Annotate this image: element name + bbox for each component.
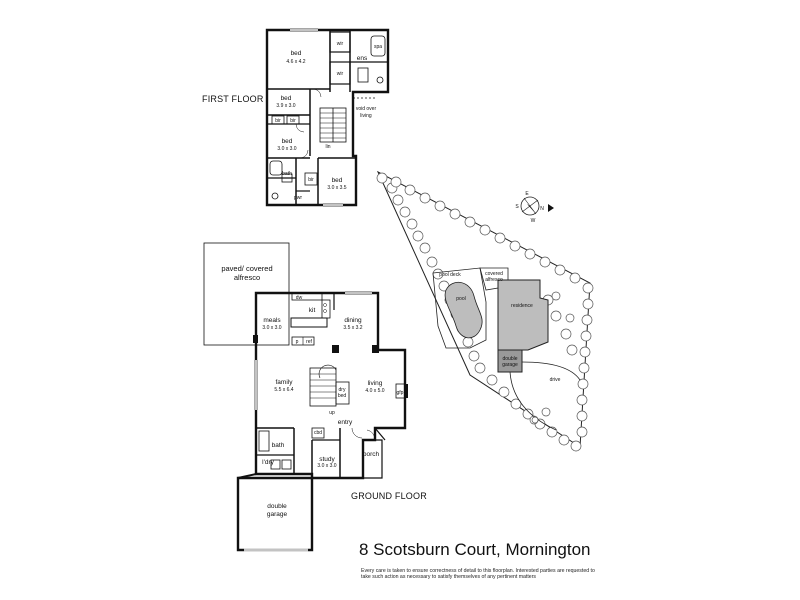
site-residence: residence [511,303,533,309]
room-bed-1: bed [291,50,302,57]
room-garage-1: double [267,503,287,510]
room-bed-2-dim: 3.9 x 3.0 [276,103,295,109]
room-bed-1-dim: 4.6 x 4.2 [286,59,305,65]
room-porch: porch [363,451,380,458]
room-living: living [368,380,383,387]
room-study-dim: 3.0 x 3.0 [317,463,336,469]
compass-s: S [515,204,519,210]
site-covered-alfresco-2: alfresco [485,277,503,283]
room-garage-2: garage [267,511,288,518]
compass-n: N [540,206,544,212]
room-ens: ens [357,55,368,62]
room-bir-2: bir [290,118,296,124]
site-pool-deck: pool deck [439,272,461,278]
room-study: study [319,456,335,463]
room-bed-4-dim: 3.0 x 3.5 [327,185,346,191]
compass-e: E [525,191,529,197]
room-meals: meals [263,317,281,324]
first-floor-title: FIRST FLOOR [202,94,264,104]
room-void-1: void over [356,106,377,112]
room-alfresco-2: alfresco [234,273,260,282]
site-trees [376,172,594,452]
site-garage-2: garage [502,362,518,368]
ground-floor-title: GROUND FLOOR [351,491,427,501]
site-garage-1: double [502,356,517,362]
room-living-dim: 4.0 x 5.0 [365,388,384,394]
room-cbd: cbd [314,430,322,436]
room-bath-ff: bath [282,171,292,177]
property-address: 8 Scotsburn Court, Mornington [359,540,591,559]
first-floor-plan [265,28,390,207]
room-family-dim: 5.5 x 6.4 [274,387,293,393]
ground-floor-plan [203,242,408,552]
room-pantry: p [296,339,299,345]
room-up: up [329,410,335,416]
room-kit: kit [309,307,316,314]
room-bed-4: bed [332,177,343,184]
room-wir-1: wir [337,41,344,47]
compass-icon: E S N W [515,191,554,224]
room-pwr: pwr [294,195,302,201]
site-plan-labels: pool deck covered alfresco pool residenc… [439,271,560,383]
room-lin: lin [325,144,330,150]
room-gfp: gfp [397,390,404,396]
room-family: family [276,379,294,386]
room-bir-3: bir [308,177,314,183]
room-alfresco-1: paved/ covered [221,264,272,273]
site-drive: drive [550,377,561,383]
room-void-2: living [360,113,372,119]
room-dining: dining [344,317,362,324]
room-dry-bed-1: dry [339,387,346,393]
room-spa: spa [374,44,382,50]
compass-w: W [531,218,536,224]
site-pool: pool [456,296,465,302]
room-entry: entry [338,419,353,426]
room-meals-dim: 3.0 x 3.0 [262,325,281,331]
room-ldry: l'dry [262,459,274,466]
room-dry-bed-2: bed [338,393,347,399]
disclaimer-text: Every care is taken to ensure correctnes… [361,568,595,581]
room-bir-1: bir [275,118,281,124]
room-wir-2: wir [337,71,344,77]
room-dw: dw [296,295,303,301]
ground-floor-labels: paved/ covered alfresco dw kit meals 3.0… [221,264,403,518]
room-dining-dim: 3.5 x 3.2 [343,325,362,331]
room-bath-gf: bath [272,442,285,449]
site-covered-alfresco-1: covered [485,271,503,277]
site-plan [376,170,594,452]
room-bed-3-dim: 3.0 x 3.0 [277,146,296,152]
first-floor-labels: bed 4.6 x 4.2 wir wir ens spa bed 3.9 x … [275,41,382,201]
room-ref: ref [306,339,312,345]
room-bed-2: bed [281,95,292,102]
room-bed-3: bed [282,138,293,145]
